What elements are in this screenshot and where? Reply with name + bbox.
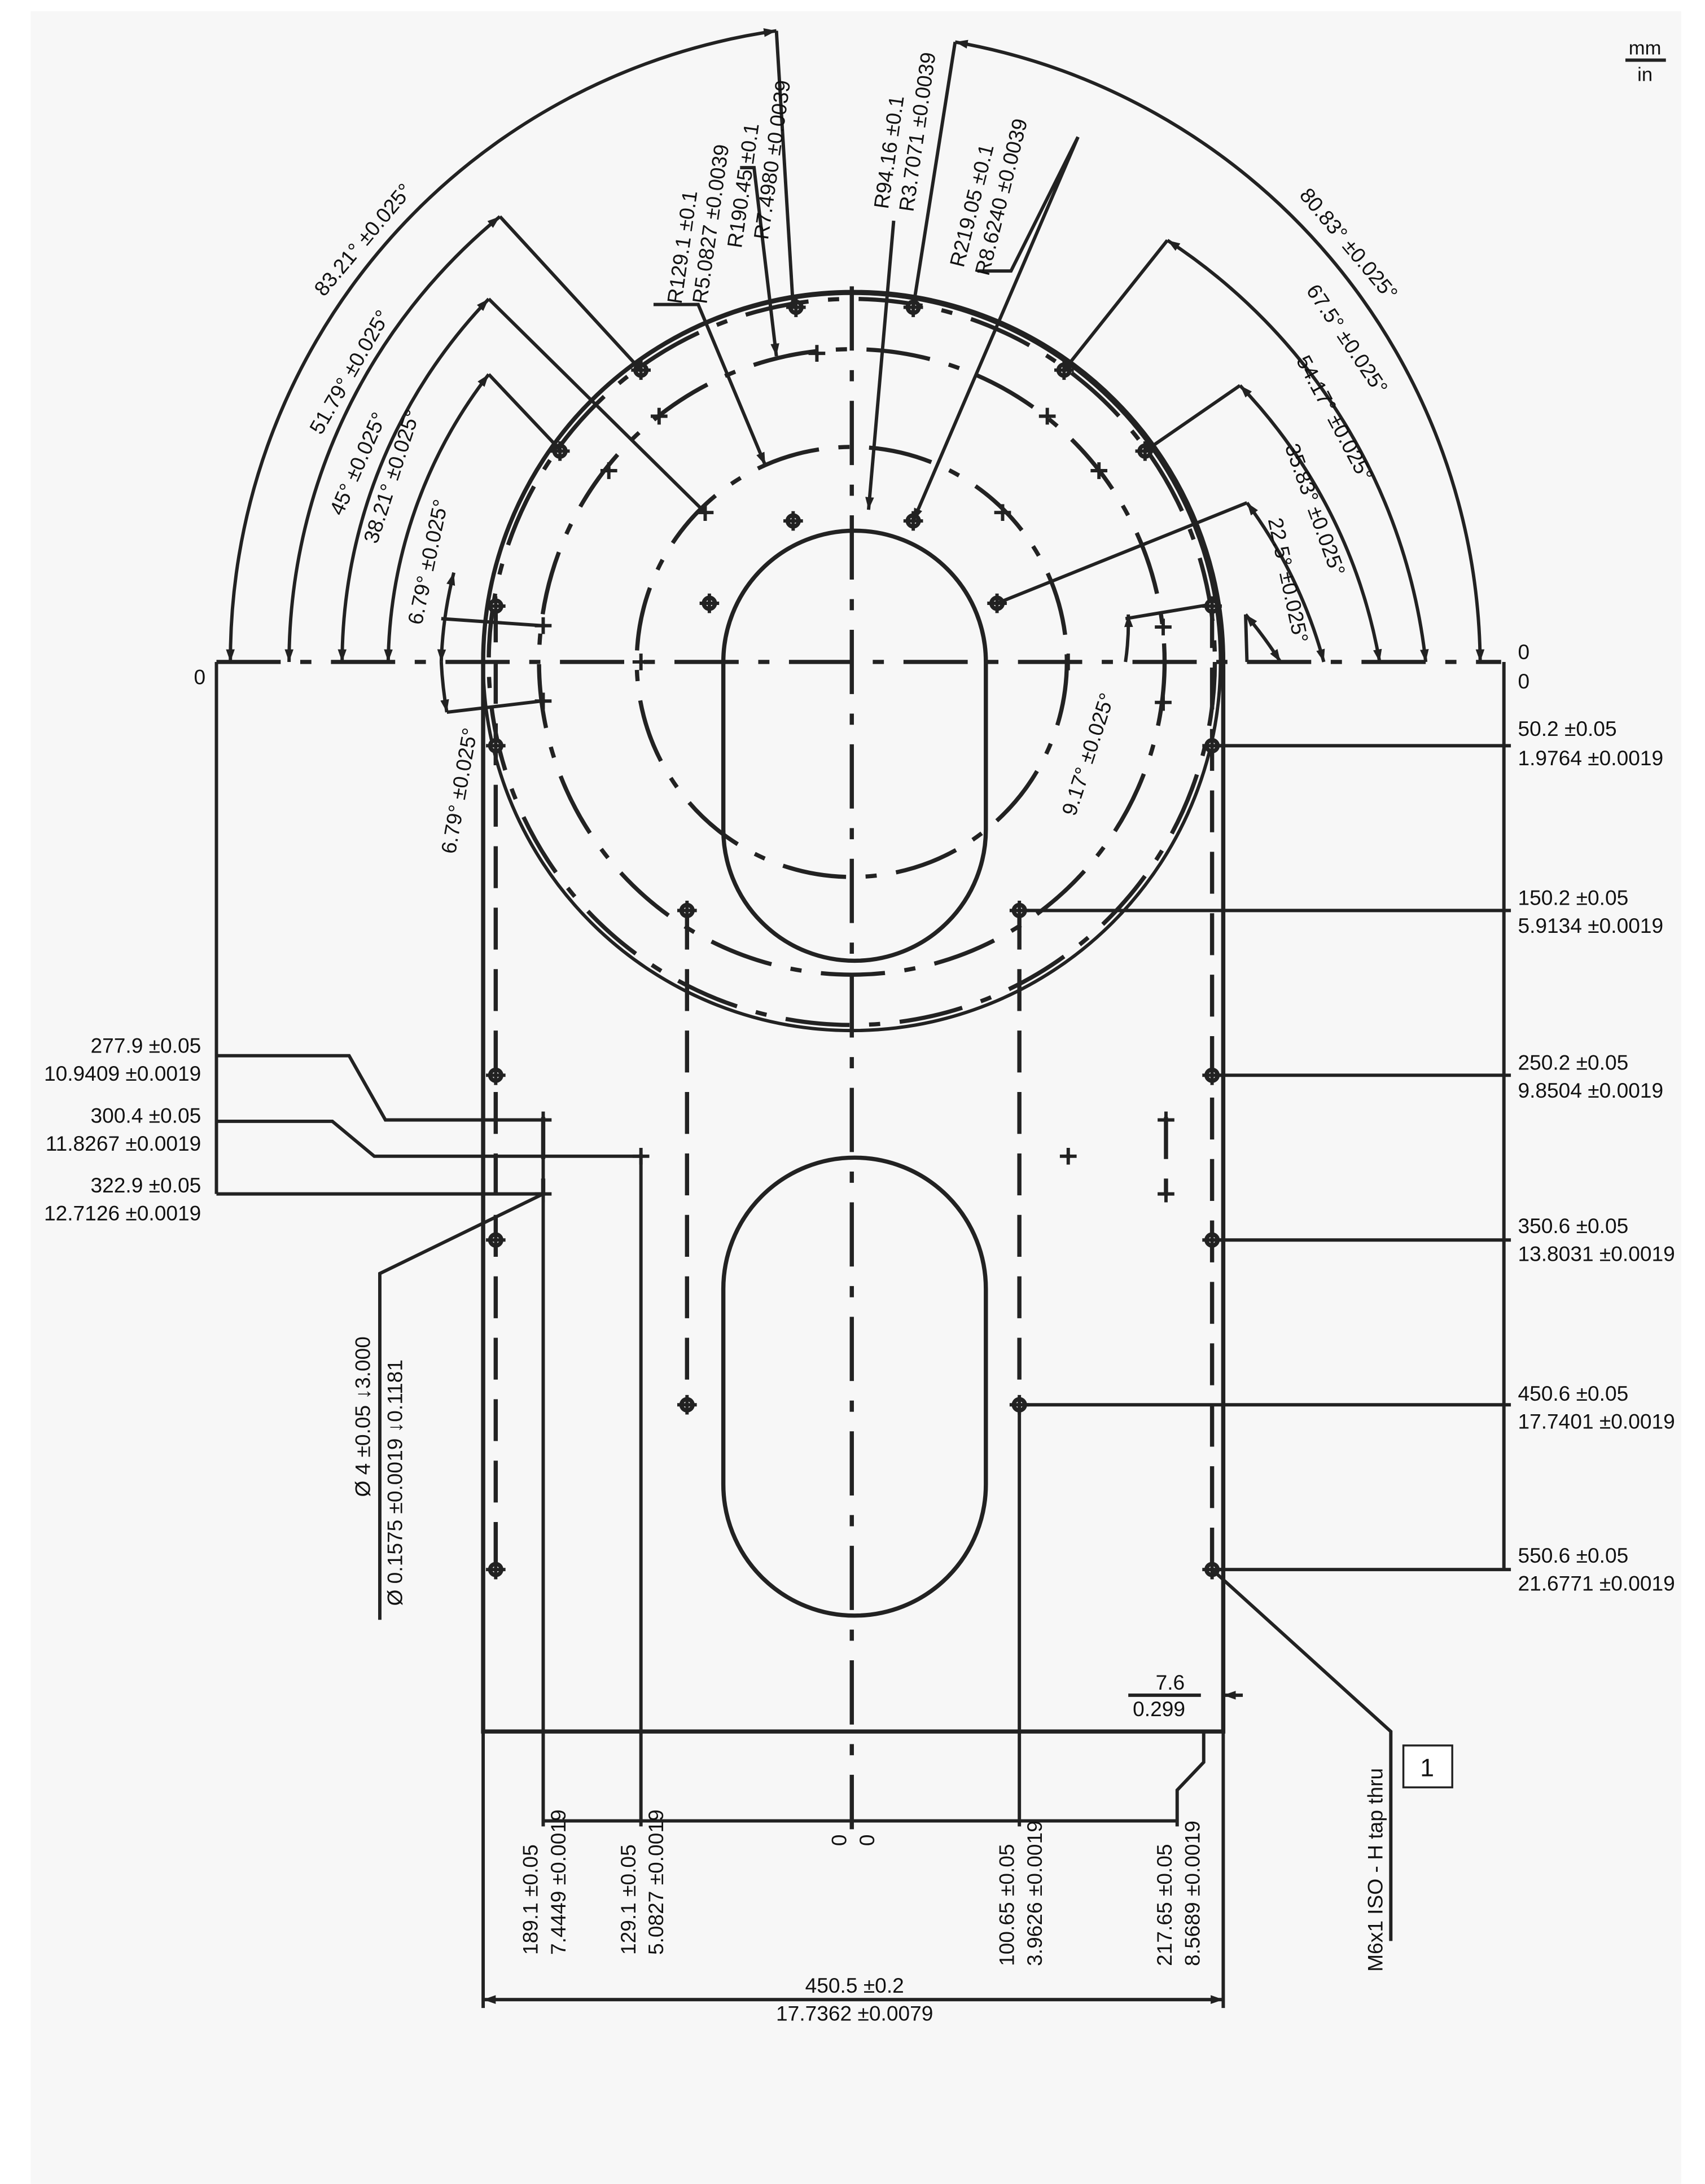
pin-hole-dot [1160,624,1166,630]
pin-hole-dot [1163,1191,1169,1197]
pin-hole-dot [1066,1154,1071,1159]
right-dim-1-in: 1.9764 ±0.0019 [1518,746,1663,770]
note-balloon: 1 [1402,1744,1453,1788]
left-ordinate-dims [214,661,641,1620]
balloon-label: 1 [1420,1754,1434,1782]
bottom-dim-3-in: 3.9626 ±0.0019 [1023,1821,1046,1966]
bottom-dim-2-in: 5.0827 ±0.0019 [644,1809,668,1955]
bottom-ordinate-dims [483,1117,1393,2005]
pin-hole-dot [638,659,644,665]
right-dim-3-mm: 250.2 ±0.05 [1518,1050,1628,1074]
left-dim-1-mm: 277.9 ±0.05 [91,1034,201,1058]
hole-center-mark [677,1394,697,1415]
bottom-dim-1-mm: 189.1 ±0.05 [519,1844,542,1955]
right-dim-5-in: 17.7401 ±0.0019 [1518,1409,1675,1433]
right-ordinate-dims [1019,661,1511,1572]
pin-hole-dot [1000,510,1005,515]
drawing-sheet [30,11,1681,2184]
unit-in-label: in [1637,64,1653,86]
left-dim-1-in: 10.9409 ±0.0019 [44,1062,201,1085]
pin-hole-dot [1096,468,1102,473]
bottom-dim-4-mm: 217.65 ±0.05 [1152,1844,1176,1966]
right-dim-6-in: 21.6771 ±0.0019 [1518,1571,1675,1595]
bolt-circle-r129 [537,347,1167,977]
left-dim-3-in: 12.7126 ±0.0019 [44,1201,201,1225]
right-dim-6-mm: 550.6 ±0.05 [1518,1543,1628,1567]
bottom-dim-3-mm: 100.65 ±0.05 [994,1844,1018,1966]
right-dim-2-mm: 150.2 ±0.05 [1518,885,1628,909]
right-dim-5-mm: 450.6 ±0.05 [1518,1382,1628,1405]
radius-leaders [653,136,1080,522]
right-origin-zero-mm: 0 [1518,640,1529,664]
lower-slot [721,1155,988,1618]
left-dim-3-mm: 322.9 ±0.05 [91,1173,201,1197]
units-key: mm in [1625,38,1666,86]
bottom-dim-4-in: 8.5689 ±0.0019 [1180,1821,1204,1966]
tap-note: M6x1 ISO - H tap thru [1363,1768,1387,1972]
pin-hole-dot [606,468,612,473]
hole-callout-mm: Ø 4 ±0.05 ↓3.000 [351,1336,375,1497]
hole-center-mark [486,1559,506,1580]
upper-slot [721,528,988,963]
hole-center-mark [486,1230,506,1250]
left-dim-2-in: 11.8267 ±0.0019 [46,1132,201,1155]
edge-offset-mm: 7.6 [1156,1670,1185,1694]
bottom-dim-1-in: 7.4449 ±0.0019 [546,1809,570,1955]
overall-width-in: 17.7362 ±0.0079 [776,2001,933,2025]
pin-hole-dot [814,350,819,356]
hole-center-mark [786,297,806,317]
pin-hole-dot [1163,1117,1169,1122]
edge-offset-in: 0.299 [1133,1697,1185,1721]
hole-center-mark [677,901,697,920]
left-dim-2-mm: 300.4 ±0.05 [91,1103,201,1127]
right-origin-zero-in: 0 [1518,669,1529,693]
unit-mm-label: mm [1629,38,1662,59]
pin-hole-dot [656,414,662,419]
bottom-origin-zero-mm: 0 [827,1834,851,1846]
bottom-dim-2-mm: 129.1 ±0.05 [616,1844,640,1955]
right-dim-4-mm: 350.6 ±0.05 [1518,1214,1628,1238]
pin-hole-dot [1066,659,1071,665]
hole-callout-in: Ø 0.1575 ±0.0019 ↓0.1181 [383,1359,407,1606]
right-dim-1-mm: 50.2 ±0.05 [1518,717,1616,740]
right-dim-3-in: 9.8504 ±0.0019 [1518,1078,1663,1102]
overall-width-mm: 450.5 ±0.2 [805,1974,904,1997]
right-dim-2-in: 5.9134 ±0.0019 [1518,914,1663,937]
hole-center-mark [486,1065,506,1085]
hole-center-mark [783,511,803,531]
pin-hole-dot [1045,414,1050,419]
right-dim-4-in: 13.8031 ±0.0019 [1518,1242,1675,1265]
hole-center-mark [486,736,506,756]
pin-hole-dot [1160,700,1166,705]
left-origin-zero: 0 [194,665,205,689]
angle-dimensions [226,28,1485,714]
bottom-origin-zero-in: 0 [855,1834,879,1846]
bolt-circle-r219 [486,296,1217,1027]
